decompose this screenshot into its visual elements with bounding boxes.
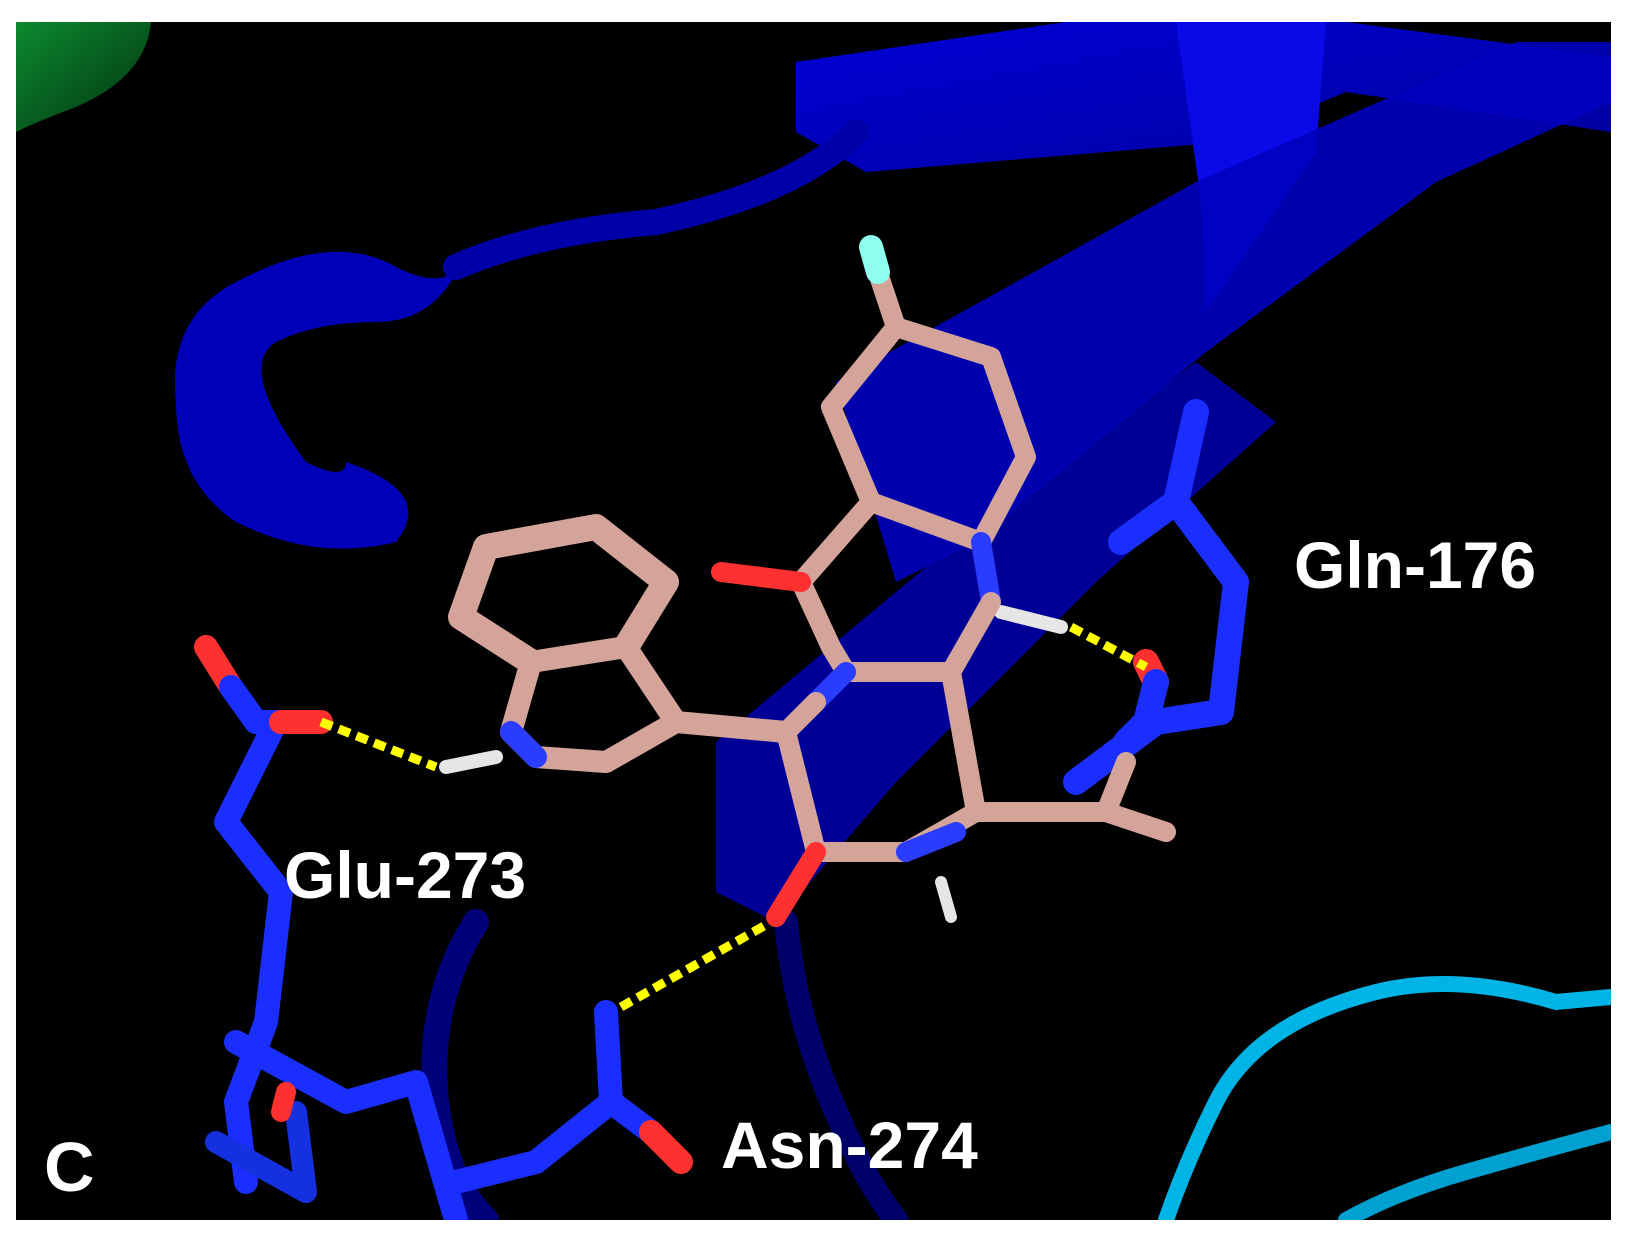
ligand-indole-nh <box>439 750 503 774</box>
ligand-fluorine <box>859 235 890 284</box>
cyan-loop <box>1158 976 1611 1220</box>
gln-176-chain-2 <box>1108 489 1189 555</box>
ligand-o2 <box>766 842 826 927</box>
hbond-gln-176 <box>1068 623 1149 671</box>
gln-176-chain-3 <box>1113 669 1169 755</box>
ligand-indole-n <box>500 721 547 768</box>
residue-label-glu-273: Glu-273 <box>284 838 527 912</box>
green-helix-fragment <box>16 22 151 132</box>
ligand-n3-h <box>935 876 957 923</box>
glu-273-backbone <box>224 1030 468 1220</box>
backbone-oxygen <box>271 1082 296 1122</box>
ligand-isobutyl-2 <box>1096 752 1136 822</box>
ligand-indole-five <box>500 636 687 773</box>
cyan-loop-2 <box>1338 1124 1611 1220</box>
hbond-asn-274 <box>618 918 774 1011</box>
molecular-view: Gln-176 Glu-273 Asn-274 C <box>16 22 1611 1220</box>
ligand-core-ring <box>821 592 1001 682</box>
ligand-core-n1 <box>971 532 1001 612</box>
hydrogen-bonds <box>319 623 1149 1011</box>
asn-274-oxygen <box>639 1120 693 1174</box>
ligand-indole-six <box>448 514 679 675</box>
loop-left <box>174 251 461 549</box>
residue-sticks <box>194 399 1249 1220</box>
residue-label-gln-176: Gln-176 <box>1294 528 1537 602</box>
ligand-n3 <box>896 822 966 862</box>
panel-letter: C <box>44 1128 95 1206</box>
residue-label-asn-274: Asn-274 <box>721 1108 978 1182</box>
glu-273-sidechain <box>214 710 293 1194</box>
ligand-carbonyl-o <box>711 562 811 592</box>
ligand <box>439 235 1176 927</box>
loop-top <box>443 119 869 280</box>
beta-strand-lower <box>716 362 1276 922</box>
hbond-glu-273 <box>319 717 438 772</box>
asn-274-sidechain <box>444 1000 623 1194</box>
ligand-core-n1-h <box>994 605 1068 634</box>
loop-lower-mid <box>774 910 908 1220</box>
glu-273-backbone-2 <box>205 1101 317 1203</box>
ligand-isobutyl <box>966 802 1176 842</box>
docking-scene <box>16 22 1611 1220</box>
